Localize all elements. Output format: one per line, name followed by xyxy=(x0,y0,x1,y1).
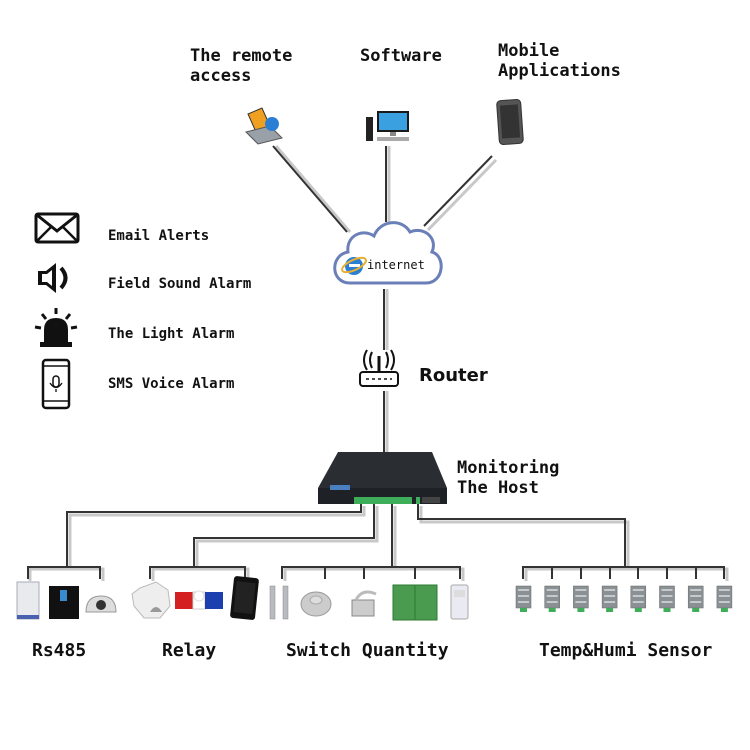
device-th-sensor-3 xyxy=(573,585,589,612)
link-mobile-cloud xyxy=(423,155,493,227)
link-remote-cloud-shadow xyxy=(274,145,352,233)
category-label-temp-humi: Temp&Humi Sensor xyxy=(539,640,713,661)
alarm-label-email: Email Alerts xyxy=(108,228,210,244)
device-th-sensor-6 xyxy=(659,585,675,612)
phone-voice-icon xyxy=(41,358,71,410)
envelope-icon xyxy=(34,212,80,244)
device-th-sensor-7 xyxy=(687,585,704,612)
device-th-sensor-2 xyxy=(544,585,560,612)
link-remote-cloud xyxy=(272,145,348,233)
device-door xyxy=(392,584,438,621)
device-air-conditioner xyxy=(16,581,40,620)
device-smoke-detector xyxy=(131,581,171,619)
alarm-label-light: The Light Alarm xyxy=(108,326,235,342)
device-pir-sensor xyxy=(450,584,469,620)
desktop-computer-icon xyxy=(366,111,409,141)
device-door-magnetic-contact xyxy=(269,585,289,620)
device-th-sensor-4 xyxy=(601,585,618,612)
label-remote-access: The remote access xyxy=(190,46,293,86)
top-links xyxy=(272,145,498,452)
temp-humi-sensors xyxy=(515,585,733,612)
device-dome-camera xyxy=(85,595,117,613)
category-label-relay: Relay xyxy=(162,640,217,661)
device-mobile-phone xyxy=(230,576,259,620)
device-smoke-sensor xyxy=(300,591,332,617)
smartphone-icon xyxy=(496,98,524,146)
device-th-sensor-1 xyxy=(515,585,532,612)
link-mobile-cloud-shadow xyxy=(426,158,498,232)
monitoring-host-device xyxy=(318,452,447,504)
router-icon xyxy=(359,349,399,387)
category-label-rs485: Rs485 xyxy=(32,640,87,661)
device-ups xyxy=(49,586,79,619)
label-software: Software xyxy=(360,46,442,66)
label-mobile-applications: Mobile Applications xyxy=(498,41,621,81)
device-strobe-siren xyxy=(175,590,223,610)
router-label: Router xyxy=(419,365,488,386)
device-th-sensor-5 xyxy=(630,585,647,612)
laptop-icon xyxy=(245,107,283,145)
internet-explorer-icon xyxy=(341,256,367,275)
host-label: Monitoring The Host xyxy=(457,458,560,498)
alarm-label-sound: Field Sound Alarm xyxy=(108,276,252,292)
alarm-label-sms: SMS Voice Alarm xyxy=(108,376,235,392)
siren-light-icon xyxy=(34,306,78,348)
host-wiring xyxy=(27,504,729,581)
cloud-label: internet xyxy=(367,258,425,272)
device-water-leak-sensor xyxy=(351,590,377,617)
device-th-sensor-8 xyxy=(716,585,733,612)
speaker-icon xyxy=(36,260,76,296)
category-label-switch-quantity: Switch Quantity xyxy=(286,640,449,661)
